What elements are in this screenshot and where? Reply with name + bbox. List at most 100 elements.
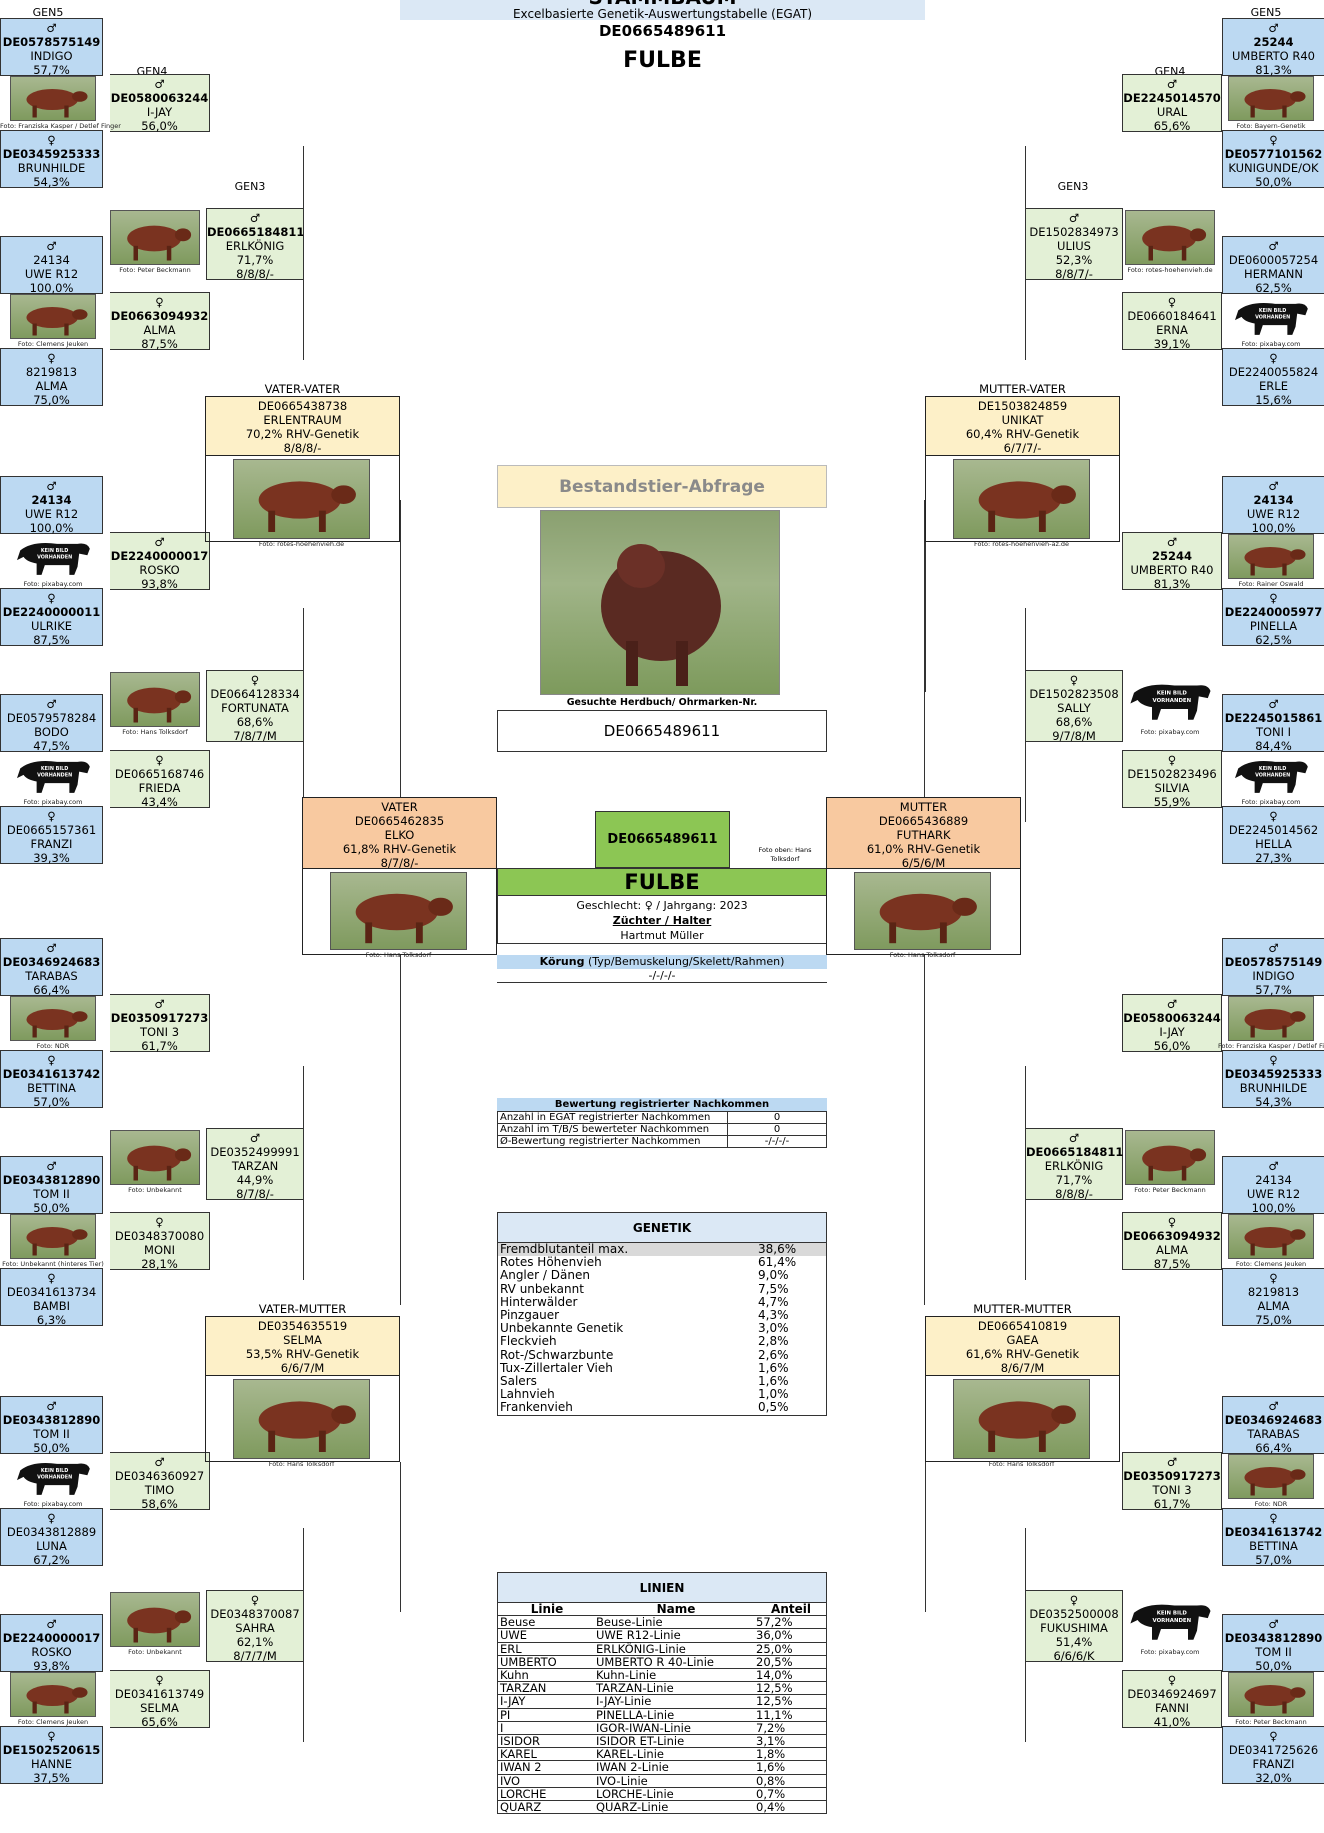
animal-name: UWE R12 bbox=[1246, 507, 1301, 521]
animal-score: 6/5/6/M bbox=[901, 856, 946, 870]
connector-line bbox=[1025, 608, 1026, 742]
animal-pct: 100,0% bbox=[1251, 521, 1296, 535]
linien-code: UMBERTO bbox=[498, 1655, 596, 1670]
animal-pct: 57,0% bbox=[33, 1095, 70, 1109]
genetik-value: 0,5% bbox=[758, 1400, 789, 1415]
linien-name: UWE R12-Linie bbox=[596, 1628, 756, 1643]
animal-pct: 68,6% bbox=[1055, 715, 1093, 729]
genetik-label: Hinterwälder bbox=[500, 1294, 578, 1309]
page-title: STAMMBAUM bbox=[400, 0, 925, 8]
genetik-label: Fremdblutanteil max. bbox=[500, 1242, 629, 1256]
photo-credit: Foto: Unbekannt bbox=[128, 1186, 182, 1194]
animal-id: DE0578575149 bbox=[2, 35, 101, 49]
page-subtitle: Excelbasierte Genetik-Auswertungstabelle… bbox=[512, 7, 813, 21]
animal-sex: ♂ bbox=[46, 21, 57, 35]
photo-credit: Foto: pixabay.com bbox=[23, 580, 83, 588]
genetik-panel: GENETIK Fremdblutanteil max.38,6%Rotes H… bbox=[497, 1212, 827, 1416]
animal-name: SALLY bbox=[1057, 701, 1091, 715]
connector-line bbox=[400, 500, 401, 797]
connector-line bbox=[209, 1214, 210, 1270]
animal-pct: 87,5% bbox=[33, 633, 70, 647]
connector-line bbox=[1025, 1528, 1026, 1662]
connector-line bbox=[1122, 1672, 1123, 1728]
animal-id: DE0665462835 bbox=[354, 814, 445, 828]
connector-line bbox=[1025, 146, 1026, 280]
animal-id: DE2240000017 bbox=[2, 1631, 101, 1645]
animal-name: SAHRA bbox=[235, 1621, 275, 1635]
animal-name: SELMA bbox=[283, 1333, 322, 1347]
photo-credit: Foto: pixabay.com bbox=[23, 1500, 83, 1508]
linien-name: I-JAY-Linie bbox=[596, 1694, 756, 1709]
animal-photo bbox=[10, 1214, 96, 1259]
photo-credit: Foto: pixabay.com bbox=[23, 798, 83, 806]
animal-photo bbox=[953, 1379, 1090, 1459]
animal-name: I-JAY bbox=[1159, 1025, 1185, 1039]
linien-share: 11,1% bbox=[756, 1708, 826, 1722]
parent-photo-frame bbox=[205, 1376, 400, 1462]
animal-sex: ♂ bbox=[46, 479, 57, 493]
parent-photo-frame bbox=[205, 456, 400, 542]
animal-sex: ♂ bbox=[1268, 1399, 1279, 1413]
animal-sex: ♀ bbox=[1269, 591, 1278, 605]
search-field[interactable]: DE0665489611 bbox=[497, 710, 827, 752]
animal-pct: 61,8% RHV-Genetik bbox=[342, 842, 457, 856]
animal-sex: ♀ bbox=[47, 133, 56, 147]
animal-sex: ♂ bbox=[249, 1131, 261, 1145]
genetik-value: 4,3% bbox=[758, 1308, 789, 1323]
animal-pct: 47,5% bbox=[33, 739, 70, 753]
animal-pct: 55,9% bbox=[1153, 795, 1191, 809]
genetik-value: 1,0% bbox=[758, 1387, 789, 1402]
linien-share: 1,8% bbox=[756, 1747, 826, 1762]
connector-line bbox=[209, 294, 210, 350]
animal-pct: 65,6% bbox=[141, 1715, 178, 1729]
genetik-label: Tux-Zillertaler Vieh bbox=[500, 1360, 613, 1375]
animal-pct: 37,5% bbox=[33, 1771, 70, 1785]
animal-sex: ♀ bbox=[250, 1593, 260, 1607]
animal-score: 8/8/8/- bbox=[283, 441, 322, 455]
connector-line bbox=[303, 1200, 304, 1280]
connector-line bbox=[924, 500, 925, 797]
animal-name: UWE R12 bbox=[1246, 1187, 1301, 1201]
svg-text:VORHANDEN: VORHANDEN bbox=[1153, 698, 1192, 704]
breeder-name: Hartmut Müller bbox=[620, 929, 704, 942]
subject-name-box: FULBE bbox=[497, 868, 827, 896]
animal-sex: ♂ bbox=[154, 535, 165, 549]
connector-line bbox=[1122, 76, 1123, 132]
animal-sex: ♂ bbox=[1268, 697, 1279, 711]
animal-pct: 50,0% bbox=[1255, 1659, 1292, 1673]
animal-sex: ♂ bbox=[249, 211, 261, 225]
animal-id: DE0343812890 bbox=[1224, 1631, 1323, 1645]
animal-sex: ♂ bbox=[1166, 535, 1178, 549]
animal-photo bbox=[953, 459, 1090, 539]
animal-id: DE0343812890 bbox=[2, 1173, 101, 1187]
linien-title: LINIEN bbox=[498, 1573, 826, 1603]
query-title: Bestandstier-Abfrage bbox=[559, 476, 765, 497]
linien-share: 0,7% bbox=[756, 1787, 826, 1802]
offspring-label: Ø-Bewertung registrierter Nachkommen bbox=[497, 1135, 728, 1148]
animal-pct: 56,0% bbox=[1153, 1039, 1191, 1053]
photo-credit: Foto: Hans Tolksdorf bbox=[268, 1460, 335, 1468]
animal-photo bbox=[233, 459, 370, 539]
animal-pct: 28,1% bbox=[141, 1257, 178, 1271]
parent-photo-frame bbox=[826, 869, 1021, 955]
genetik-value: 2,8% bbox=[758, 1334, 789, 1349]
animal-pct: 43,4% bbox=[141, 795, 178, 809]
animal-name: TONI I bbox=[1255, 725, 1292, 739]
